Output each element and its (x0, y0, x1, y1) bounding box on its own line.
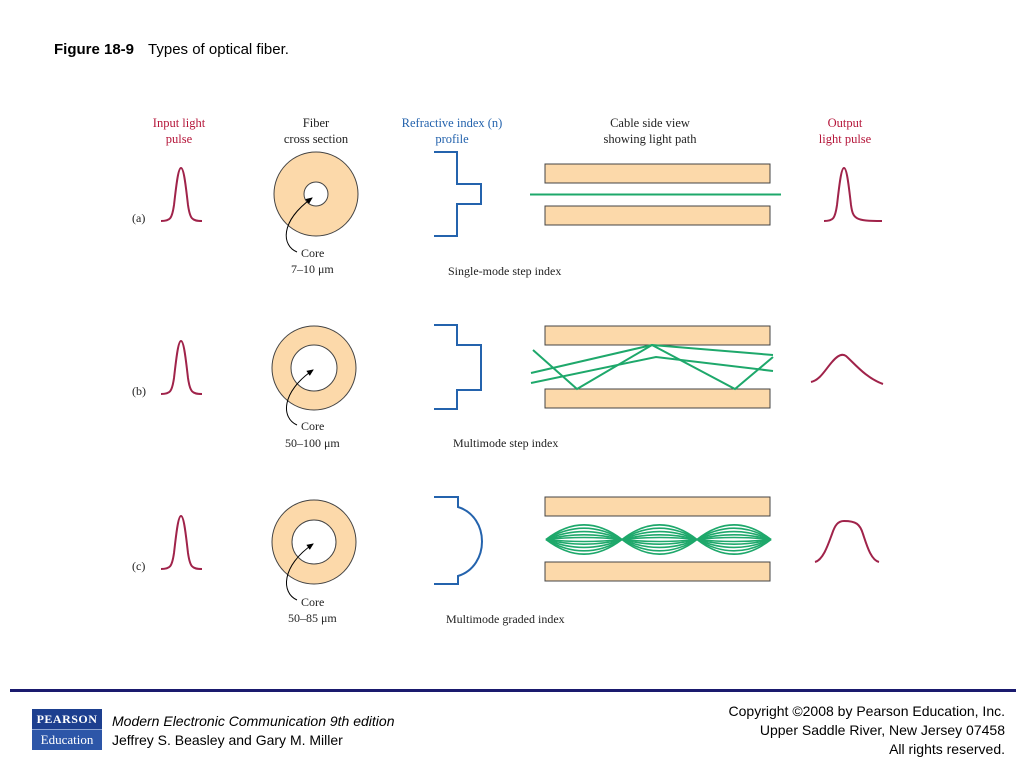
light-paths-c (545, 524, 772, 555)
graded-ray (545, 538, 623, 552)
graded-ray (545, 527, 623, 541)
core-label-a: Core (301, 246, 324, 260)
graded-ray (696, 530, 772, 541)
cable-top-c (544, 496, 771, 517)
fiber-type-a: Single-mode step index (448, 264, 561, 278)
graded-ray (545, 530, 623, 541)
header-refractive-line1: Refractive index (n) (402, 116, 503, 130)
graded-ray (696, 527, 772, 541)
header-input-line1: Input light (153, 116, 206, 130)
header-output-line1: Output (828, 116, 863, 130)
row-tag-a: (a) (132, 211, 145, 225)
graded-ray (621, 538, 698, 549)
index-profile-b (434, 324, 482, 410)
cable-top-a (544, 163, 771, 184)
graded-ray (621, 534, 698, 541)
index-profile-a (434, 151, 482, 237)
graded-ray (545, 538, 623, 549)
book-credit: Modern Electronic Communication 9th edit… (112, 712, 394, 750)
copyright-line-2: Upper Saddle River, New Jersey 07458 (759, 722, 1005, 738)
copyright-line-1: Copyright ©2008 by Pearson Education, In… (728, 703, 1005, 719)
graded-ray (621, 538, 698, 545)
header-fiber-line2: cross section (284, 132, 349, 146)
row-multimode-step: (b) Core 50–100 μm Multimode step index (132, 324, 884, 450)
graded-ray (545, 538, 623, 555)
figure-title: Figure 18-9 Types of optical fiber. (54, 41, 289, 58)
cable-bottom-a (544, 205, 771, 226)
core-label-c: Core (301, 595, 324, 609)
graded-ray (621, 524, 698, 541)
copyright-line-3: All rights reserved. (889, 741, 1005, 757)
input-pulse-a (160, 166, 203, 222)
row-single-mode: (a) Core 7–10 μm Single-mode step index (132, 151, 883, 278)
graded-ray (696, 538, 772, 545)
row-tag-b: (b) (132, 384, 146, 398)
fiber-type-b: Multimode step index (453, 436, 558, 450)
graded-ray (545, 538, 623, 543)
graded-ray (545, 524, 623, 541)
graded-ray (545, 538, 623, 545)
graded-ray (696, 524, 772, 541)
graded-ray (696, 538, 772, 552)
figure-number: Figure 18-9 (54, 41, 135, 58)
graded-ray (621, 538, 698, 552)
book-authors: Jeffrey S. Beasley and Gary M. Miller (112, 732, 343, 748)
core-size-b: 50–100 μm (285, 436, 340, 450)
input-pulse-c (160, 514, 203, 570)
input-pulse-b (160, 339, 203, 395)
cable-bottom-c (544, 561, 771, 582)
optical-fiber-diagram: Input light pulse Fiber cross section Re… (132, 116, 884, 626)
graded-ray (696, 538, 772, 543)
header-input-line2: pulse (166, 132, 193, 146)
graded-ray (696, 538, 772, 555)
output-pulse-b (810, 353, 884, 385)
graded-ray (696, 536, 772, 541)
graded-ray (696, 538, 772, 549)
core-pointer-b (286, 369, 314, 426)
graded-ray (621, 538, 698, 555)
graded-ray (545, 534, 623, 541)
logo-top-text: PEARSON (32, 709, 102, 730)
logo-bottom-text: Education (32, 730, 102, 750)
footer-divider (10, 689, 1016, 692)
graded-ray (545, 536, 623, 541)
header-cable-line2: showing light path (603, 132, 697, 146)
figure-caption: Types of optical fiber. (148, 41, 289, 58)
graded-ray (621, 527, 698, 541)
pearson-logo: PEARSON Education (32, 709, 102, 750)
core-size-c: 50–85 μm (288, 611, 337, 625)
core-a (303, 181, 329, 207)
core-label-b: Core (301, 419, 324, 433)
core-c (291, 519, 337, 565)
book-title: Modern Electronic Communication 9th edit… (112, 713, 395, 729)
index-profile-c (434, 496, 483, 585)
core-pointer-c (286, 543, 314, 601)
output-pulse-a (823, 166, 883, 222)
graded-ray (621, 530, 698, 541)
core-size-a: 7–10 μm (291, 262, 334, 276)
row-multimode-graded: (c) Core 50–85 μm Multimode graded index (132, 496, 880, 626)
cable-bottom-b (544, 388, 771, 409)
graded-ray (621, 536, 698, 541)
core-b (290, 344, 338, 392)
core-pointer-a (285, 197, 313, 253)
fiber-type-c: Multimode graded index (446, 612, 565, 626)
header-fiber-line1: Fiber (303, 116, 330, 130)
graded-ray (621, 538, 698, 543)
cable-top-b (544, 325, 771, 346)
light-paths-b (530, 343, 774, 391)
graded-ray (696, 534, 772, 541)
row-tag-c: (c) (132, 559, 145, 573)
output-pulse-c (814, 519, 880, 563)
header-output-line2: light pulse (819, 132, 872, 146)
copyright-notice: Copyright ©2008 by Pearson Education, In… (729, 702, 1005, 759)
header-refractive-line2: profile (435, 132, 469, 146)
header-cable-line1: Cable side view (610, 116, 690, 130)
